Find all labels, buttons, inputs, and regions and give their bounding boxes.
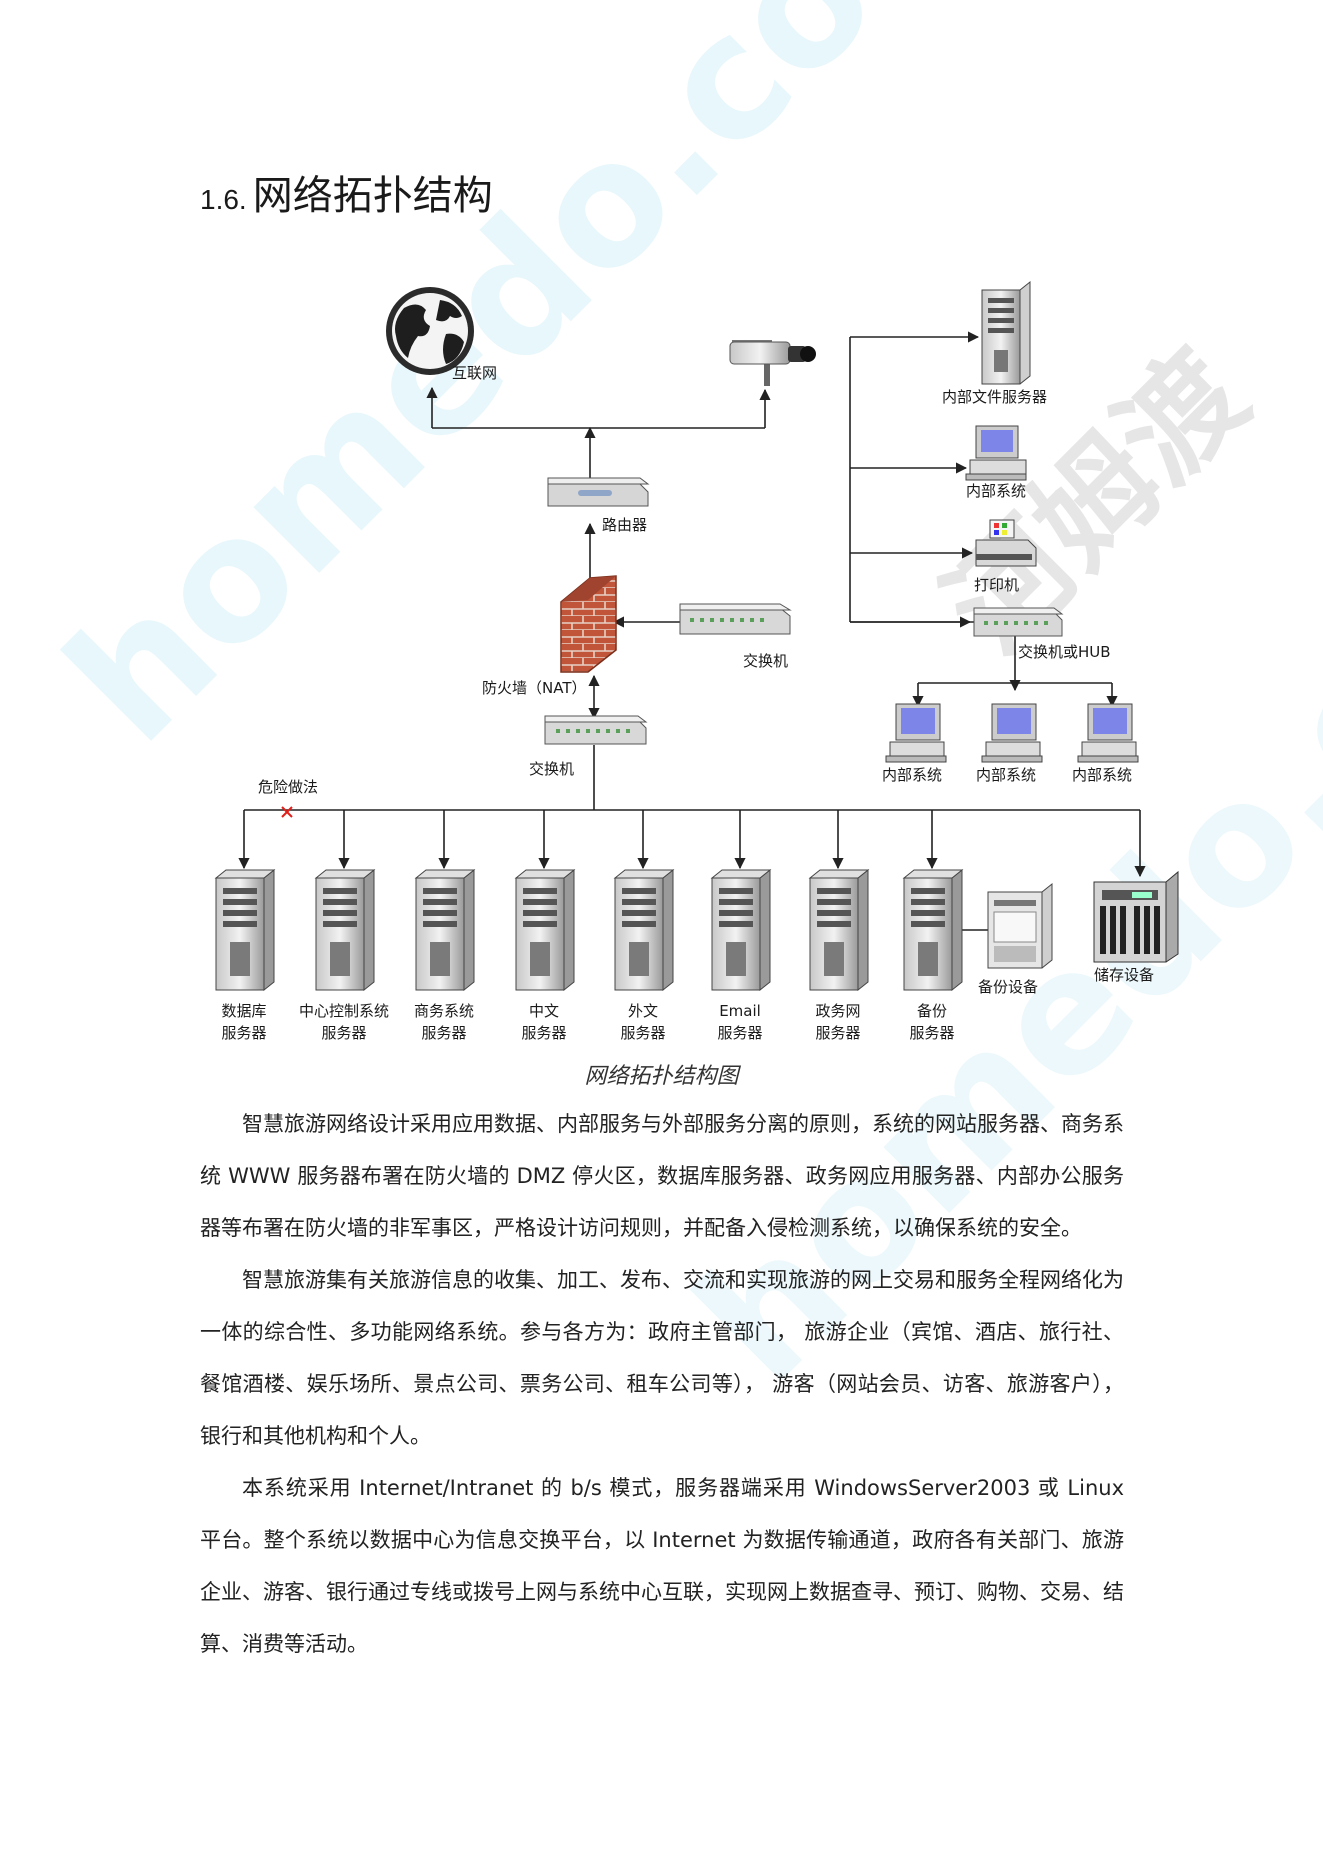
firewall-label: 防火墙（NAT） bbox=[482, 679, 586, 697]
desktop-computer-icon bbox=[1077, 703, 1139, 763]
switch-main-label: 交换机 bbox=[529, 760, 574, 778]
backup-device-icon bbox=[987, 882, 1053, 969]
printer-icon bbox=[975, 519, 1037, 567]
server-tower-icon bbox=[314, 868, 376, 992]
figure-caption: 网络拓扑结构图 bbox=[584, 1064, 739, 1089]
server-label-line2: 服务器 bbox=[717, 1024, 762, 1042]
switch-hub-icon bbox=[973, 607, 1064, 637]
section-heading: 1.6.网络拓扑结构 bbox=[200, 163, 493, 221]
server-label-line2: 服务器 bbox=[421, 1024, 466, 1042]
internet-label: 互联网 bbox=[452, 364, 497, 382]
section-title: 网络拓扑结构 bbox=[252, 173, 493, 219]
server-tower-icon bbox=[414, 868, 476, 992]
server-label-line2: 服务器 bbox=[815, 1024, 860, 1042]
server-label-line1: Email bbox=[719, 1002, 761, 1020]
network-topology-diagram: 互联网 路由器 防火墙（NAT） 交换机 交换机 bbox=[214, 280, 1179, 1042]
danger-label: 危险做法 bbox=[258, 778, 318, 796]
server-label-line1: 中心控制系统 bbox=[299, 1002, 389, 1020]
desktop-computer-icon bbox=[885, 703, 947, 763]
storage-device-icon bbox=[1093, 870, 1179, 963]
paragraph-3: 本系统采用 Internet/Intranet 的 b/s 模式，服务器端采用 … bbox=[200, 1476, 1124, 1656]
server-tower-icon bbox=[902, 868, 964, 992]
connection-lines bbox=[238, 331, 1146, 931]
camera-icon bbox=[729, 340, 816, 386]
backup-device-label: 备份设备 bbox=[978, 978, 1038, 996]
server-tower-icon bbox=[613, 868, 675, 992]
firewall-icon bbox=[560, 575, 617, 673]
desktop-computer-icon bbox=[981, 703, 1043, 763]
server-label-line2: 服务器 bbox=[620, 1024, 665, 1042]
server-tower-icon bbox=[514, 868, 576, 992]
internal-system-3-label: 内部系统 bbox=[1072, 766, 1132, 784]
switch-main-icon bbox=[544, 715, 648, 745]
globe-icon bbox=[386, 287, 474, 375]
server-label-line2: 服务器 bbox=[909, 1024, 954, 1042]
server-label-line1: 商务系统 bbox=[414, 1002, 474, 1020]
server-label-line1: 备份 bbox=[917, 1002, 947, 1020]
router-label: 路由器 bbox=[602, 516, 647, 534]
paragraph-2: 智慧旅游集有关旅游信息的收集、加工、发布、交流和实现旅游的网上交易和服务全程网络… bbox=[200, 1268, 1124, 1448]
server-label-line2: 服务器 bbox=[221, 1024, 266, 1042]
server-row: 数据库服务器中心控制系统服务器商务系统服务器中文服务器外文服务器Email服务器… bbox=[214, 868, 964, 1042]
body-text: 智慧旅游网络设计采用应用数据、内部服务与外部服务分离的原则，系统的网站服务器、商… bbox=[200, 1098, 1124, 1670]
server-tower-icon bbox=[808, 868, 870, 992]
switch-center-label: 交换机 bbox=[743, 652, 788, 670]
internal-system-top-label: 内部系统 bbox=[966, 482, 1026, 500]
server-tower-icon bbox=[710, 868, 772, 992]
router-icon bbox=[547, 477, 650, 507]
desktop-computer-icon bbox=[965, 425, 1027, 481]
section-number: 1.6. bbox=[200, 184, 247, 215]
server-label-line1: 中文 bbox=[529, 1002, 559, 1020]
server-label-line2: 服务器 bbox=[521, 1024, 566, 1042]
switch-center-icon bbox=[679, 603, 792, 635]
danger-x-icon bbox=[281, 806, 293, 818]
server-tower-icon bbox=[214, 868, 276, 992]
server-label-line1: 外文 bbox=[628, 1002, 658, 1020]
paragraph-1: 智慧旅游网络设计采用应用数据、内部服务与外部服务分离的原则，系统的网站服务器、商… bbox=[200, 1112, 1124, 1240]
storage-device-label: 储存设备 bbox=[1094, 966, 1154, 984]
server-label-line1: 政务网 bbox=[815, 1002, 860, 1020]
printer-label: 打印机 bbox=[974, 576, 1019, 594]
switch-hub-label: 交换机或HUB bbox=[1018, 643, 1111, 661]
internal-system-1-label: 内部系统 bbox=[882, 766, 942, 784]
internal-system-2-label: 内部系统 bbox=[976, 766, 1036, 784]
server-label-line1: 数据库 bbox=[221, 1002, 266, 1020]
file-server-icon bbox=[981, 280, 1031, 385]
server-label-line2: 服务器 bbox=[321, 1024, 366, 1042]
file-server-label: 内部文件服务器 bbox=[942, 388, 1047, 406]
